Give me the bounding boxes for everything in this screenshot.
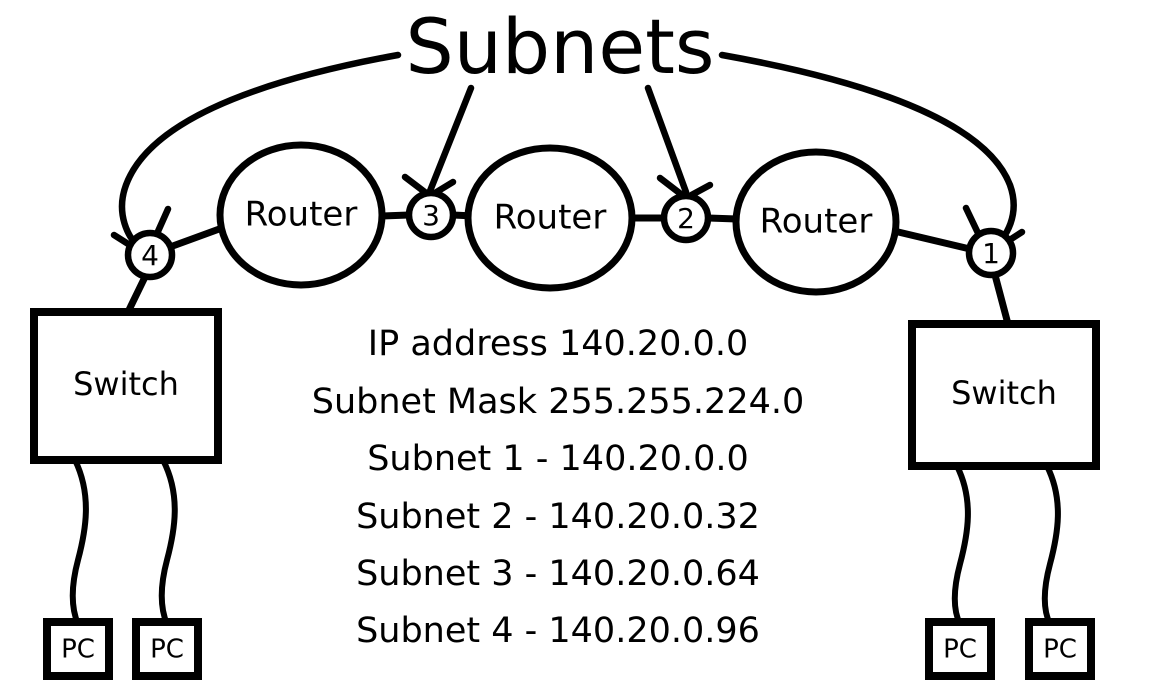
subnet-marker-4[interactable]: 4: [124, 229, 176, 281]
pc-right-2-label: PC: [1043, 635, 1077, 665]
callout-curve-1-path: [718, 51, 1017, 254]
subnet-marker-2[interactable]: 2: [660, 192, 712, 244]
switch-right-box: [908, 320, 1100, 470]
switch-node-left[interactable]: Switch: [30, 308, 222, 464]
callout-curve-4-path: [118, 51, 402, 256]
router-node-1[interactable]: Router: [216, 141, 386, 289]
subnet-marker-4-circle: [124, 229, 176, 281]
pc-node-left-2[interactable]: PC: [132, 618, 202, 680]
router-3-label: Router: [760, 202, 873, 242]
pc-node-left-1[interactable]: PC: [43, 618, 113, 680]
switch-left-box: [30, 308, 222, 464]
pc-right-1-box: [925, 618, 995, 680]
link-marker2-router3: [704, 214, 741, 223]
router-3-ellipse: [732, 148, 900, 296]
subnet-marker-4-label: 4: [141, 239, 159, 272]
diagram-title: Subnets: [406, 2, 715, 91]
router-1-ellipse: [216, 141, 386, 289]
pc-left-1-label: PC: [61, 635, 95, 665]
info-line-subnet-1: Subnet 1 - 140.20.0.0: [367, 439, 749, 479]
info-line-subnet-4: Subnet 4 - 140.20.0.96: [356, 611, 760, 651]
router-2-ellipse: [464, 144, 636, 292]
router-node-3[interactable]: Router: [732, 148, 900, 296]
pc-right-2-box: [1025, 618, 1095, 680]
callout-curve-3-path: [426, 84, 475, 195]
subnet-info-block: IP address 140.20.0.0 Subnet Mask 255.25…: [312, 324, 805, 651]
link-router1-marker3: [378, 211, 413, 220]
subnet-marker-3-circle: [405, 189, 457, 241]
subnet-marker-1-circle: [965, 227, 1017, 279]
link-marker4-switch-left: [124, 273, 149, 316]
switch-right-label: Switch: [951, 374, 1057, 412]
subnet-marker-1[interactable]: 1: [965, 227, 1017, 279]
router-2-label: Router: [494, 198, 607, 238]
link-marker4-router1: [166, 224, 226, 251]
pc-node-right-1[interactable]: PC: [925, 618, 995, 680]
info-line-ip-address: IP address 140.20.0.0: [368, 324, 748, 364]
pc-left-1-box: [43, 618, 113, 680]
switch-node-right[interactable]: Switch: [908, 320, 1100, 470]
subnet-marker-2-circle: [660, 192, 712, 244]
info-line-subnet-2: Subnet 2 - 140.20.0.32: [356, 497, 760, 537]
callout-curve-subnet-3: [401, 84, 475, 200]
pc-left-2-label: PC: [150, 635, 184, 665]
subnet-marker-3[interactable]: 3: [405, 189, 457, 241]
wire-switch-left-pc-2: [158, 457, 178, 627]
wire-switch-left-pc-1: [69, 457, 89, 627]
subnet-marker-3-label: 3: [422, 199, 440, 232]
router-node-2[interactable]: Router: [464, 144, 636, 292]
pc-right-1-label: PC: [943, 635, 977, 665]
subnet-marker-2-label: 2: [677, 202, 695, 235]
callout-curve-2-path: [644, 84, 690, 196]
link-router3-marker1: [890, 227, 974, 253]
pc-node-right-2[interactable]: PC: [1025, 618, 1095, 680]
switch-left-label: Switch: [73, 365, 179, 403]
callout-curve-subnet-2: [644, 84, 714, 202]
pc-left-2-box: [132, 618, 202, 680]
info-line-subnet-mask: Subnet Mask 255.255.224.0: [312, 382, 805, 422]
wire-switch-right-pc-2: [1041, 463, 1061, 627]
router-1-label: Router: [245, 195, 358, 235]
subnet-marker-1-label: 1: [982, 237, 1000, 270]
link-marker1-switch-right: [991, 271, 1012, 328]
wire-switch-right-pc-1: [951, 463, 971, 627]
info-line-subnet-3: Subnet 3 - 140.20.0.64: [356, 554, 760, 594]
